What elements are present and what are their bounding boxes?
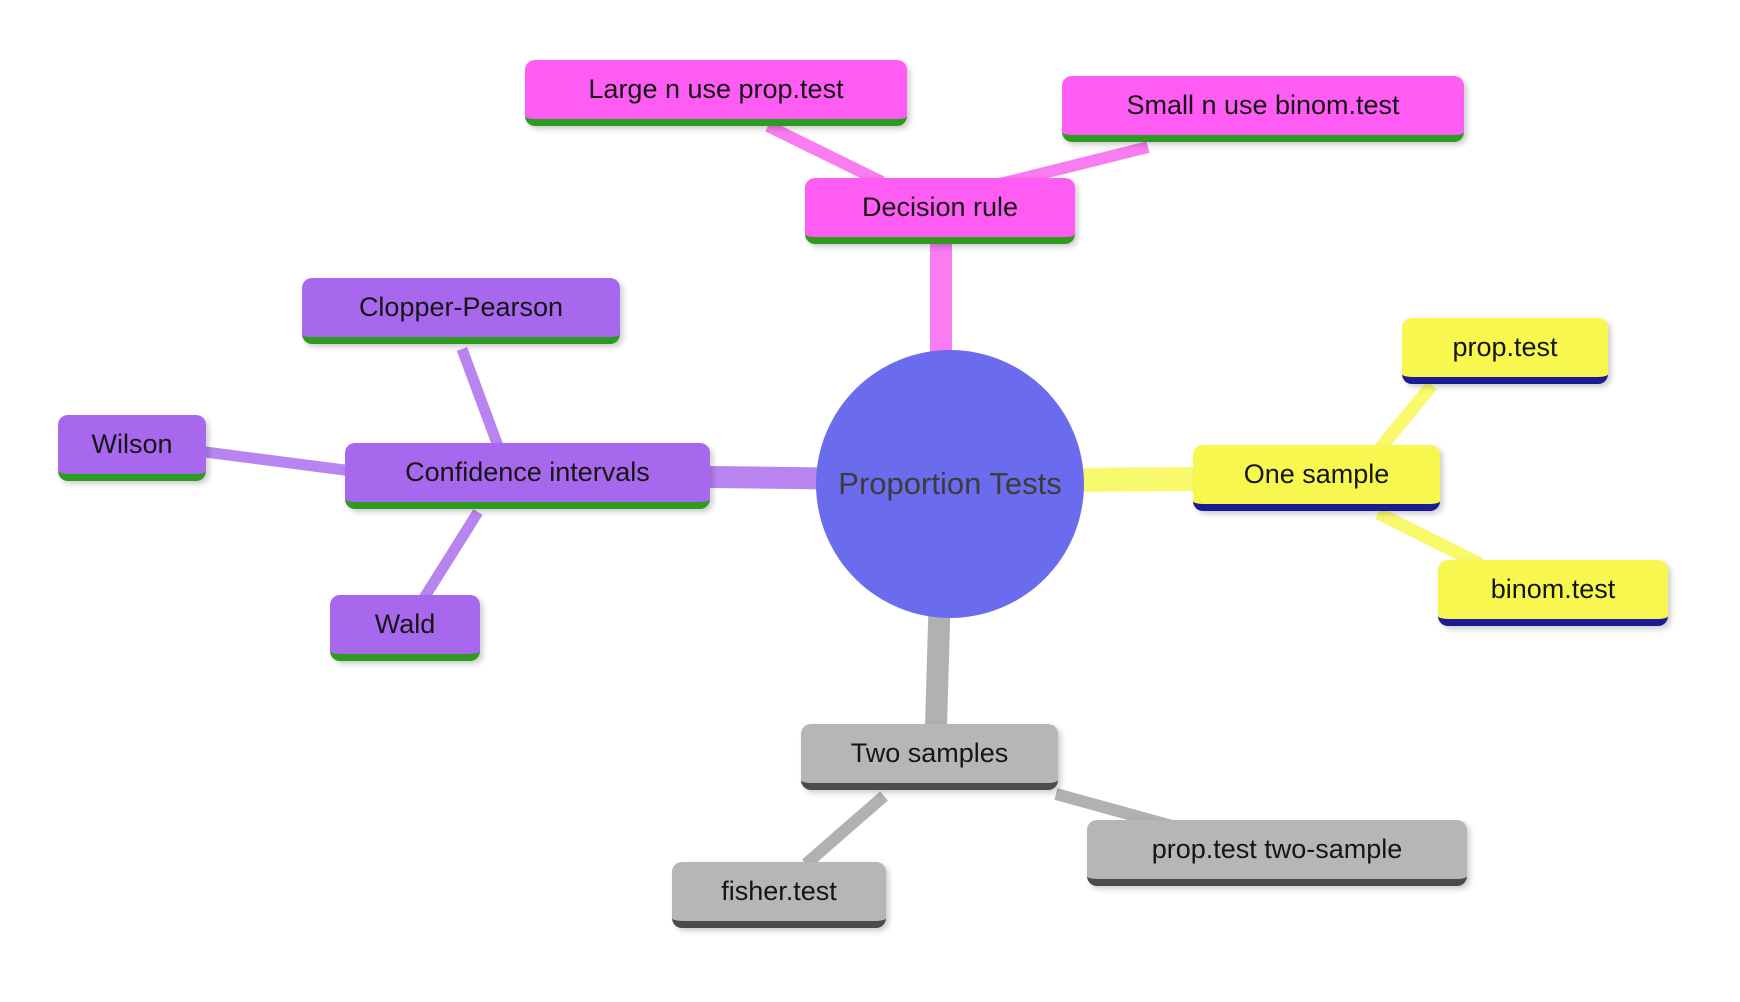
node-binom-test[interactable]: binom.test xyxy=(1438,560,1668,626)
node-two-samples-label: Two samples xyxy=(850,738,1009,768)
node-one-sample[interactable]: One sample xyxy=(1193,445,1440,511)
node-prop-test[interactable]: prop.test xyxy=(1402,318,1608,384)
edge-one-sample-to-prop-test xyxy=(1372,380,1438,456)
node-decision-rule-label: Decision rule xyxy=(861,192,1019,222)
node-prop-test-two-sample-label: prop.test two-sample xyxy=(1151,834,1403,864)
node-decision-rule[interactable]: Decision rule xyxy=(805,178,1075,244)
node-small-n-use-binom-test[interactable]: Small n use binom.test xyxy=(1062,76,1464,142)
node-binom-test-label: binom.test xyxy=(1490,574,1616,604)
node-prop-test-two-sample[interactable]: prop.test two-sample xyxy=(1087,820,1467,886)
node-clopper-pearson[interactable]: Clopper-Pearson xyxy=(302,278,620,344)
edge-two-samples-to-fisher-test xyxy=(802,791,888,869)
node-fisher-test-label: fisher.test xyxy=(721,876,837,906)
node-two-samples[interactable]: Two samples xyxy=(801,724,1058,790)
edge-confidence-to-wald xyxy=(419,509,483,601)
node-clopper-pearson-label: Clopper-Pearson xyxy=(358,292,564,322)
node-one-sample-label: One sample xyxy=(1243,459,1390,489)
edge-one-sample-to-binom-test xyxy=(1375,507,1483,570)
edge-decision-rule-to-small-n xyxy=(998,141,1150,190)
node-wald[interactable]: Wald xyxy=(330,595,480,661)
node-prop-test-label: prop.test xyxy=(1452,332,1558,362)
edge-confidence-to-clopper-pearson xyxy=(456,347,504,448)
node-wilson-label: Wilson xyxy=(91,429,173,459)
node-small-n-label: Small n use binom.test xyxy=(1126,90,1400,120)
node-confidence-intervals[interactable]: Confidence intervals xyxy=(345,443,710,509)
node-large-n-label: Large n use prop.test xyxy=(588,74,844,104)
node-large-n-use-prop-test[interactable]: Large n use prop.test xyxy=(525,60,907,126)
node-wilson[interactable]: Wilson xyxy=(58,415,206,481)
node-confidence-intervals-label: Confidence intervals xyxy=(405,457,650,487)
center-node-label: Proportion Tests xyxy=(838,466,1062,501)
center-node-proportion-tests[interactable]: Proportion Tests xyxy=(816,350,1084,618)
node-wald-label: Wald xyxy=(374,609,436,639)
edge-decision-rule-to-large-n xyxy=(765,120,885,188)
edge-confidence-to-wilson xyxy=(204,446,353,477)
node-fisher-test[interactable]: fisher.test xyxy=(672,862,886,928)
